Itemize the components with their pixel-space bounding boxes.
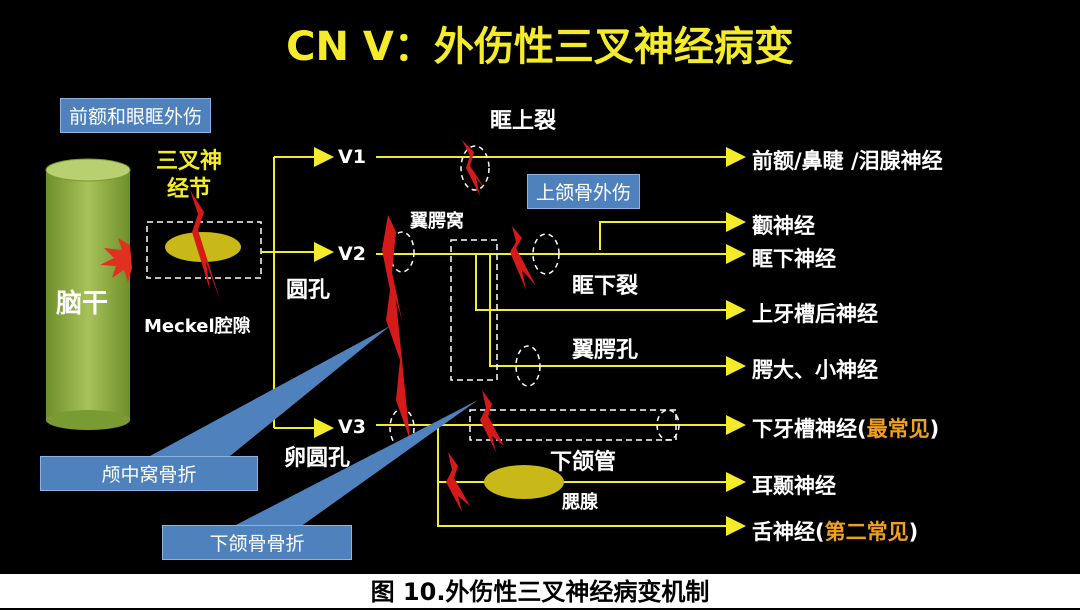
inferior-orbital-fissure-label: 眶下裂 [572,274,639,299]
parotid-label: 腮腺 [562,492,598,513]
paren-close: ) [908,520,919,544]
maxillary-injury-box: 上颌骨外伤 [527,174,641,209]
nerve-inferior-alveolar: 下牙槽神经(最常见) [752,413,939,443]
brainstem-label: 脑干 [56,289,109,319]
superior-orbital-fissure-label: 眶上裂 [490,109,557,134]
mandible-callout [232,400,478,527]
second-common-note: 第二常见 [824,520,909,544]
nerve-lingual: 舌神经(第二常见) [752,516,918,546]
foramen-ovale-label: 卵圆孔 [284,446,351,471]
mandibular-canal-label: 下颌管 [550,450,617,475]
middle-fossa-callout [150,326,390,456]
meckel-cave-label: Meckel腔隙 [144,316,251,337]
nerve-inferior-alveolar-label: 下牙槽神经( [752,417,867,441]
impact-burst [100,238,132,282]
nerve-palatine: 腭大、小神经 [752,358,878,382]
mandible-fracture-box: 下颌骨骨折 [162,525,352,560]
pterygopalatine-fossa-box [450,239,498,381]
injury-marks [190,140,536,512]
branch-v3-label: V3 [338,416,366,438]
most-common-note: 最常见 [866,417,930,441]
frontal-orbital-injury-box: 前额和眼眶外伤 [60,98,212,133]
nerve-posterior-superior-alveolar: 上牙槽后神经 [752,302,878,326]
pterygopalatine-foramen-label: 翼腭孔 [572,338,639,363]
foramen-rotundum-label: 圆孔 [286,278,331,303]
page-title: CN V：外伤性三叉神经病变 [286,24,794,70]
mandibular-canal-box [469,409,677,441]
branch-v1-label: V1 [338,146,366,168]
pterygopalatine-fossa-label: 翼腭窝 [410,211,464,232]
ganglion-label: 三叉神 经节 [156,149,223,202]
branch-v2-label: V2 [338,243,366,265]
middle-fossa-fracture-box: 颅中窝骨折 [40,456,258,491]
nerve-zygomatic: 颧神经 [752,214,815,238]
nerve-auriculotemporal: 耳颞神经 [752,474,836,498]
nerve-frontal: 前额/鼻睫 /泪腺神经 [752,149,943,173]
nerve-lingual-label: 舌神经( [752,520,825,544]
brainstem-cylinder [45,158,131,430]
meckel-cave-box [146,221,262,279]
paren-close: ) [929,417,940,441]
nerve-infraorbital: 眶下神经 [752,247,836,271]
figure-caption: 图 10.外伤性三叉神经病变机制 [0,574,1080,608]
parotid-shape [484,465,564,499]
